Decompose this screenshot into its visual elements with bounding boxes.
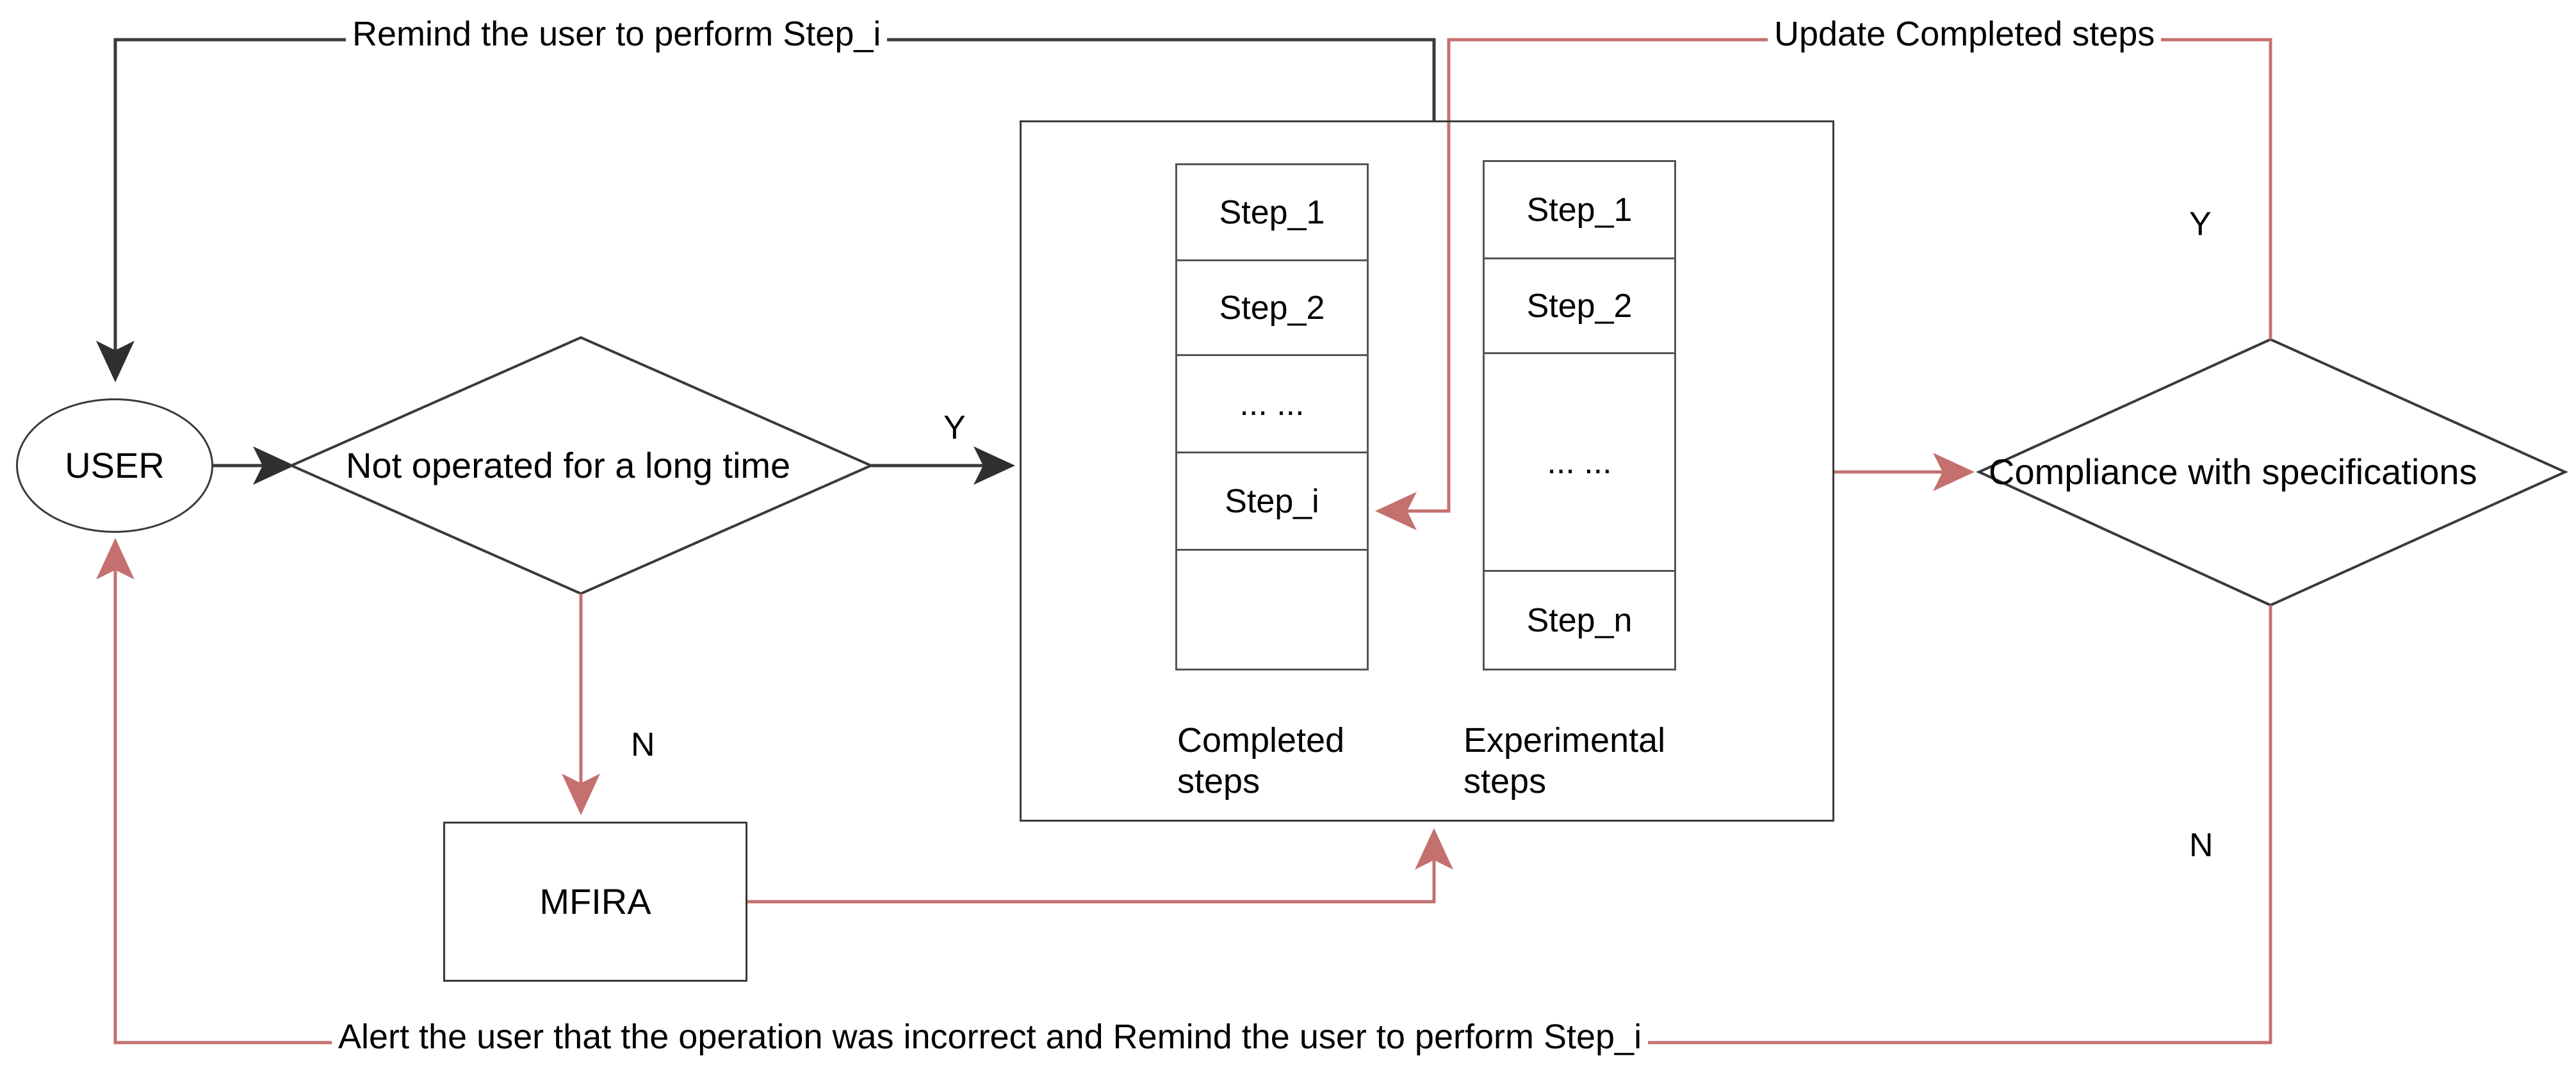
edge-label-update-completed: Update Completed steps (1768, 14, 2162, 55)
edge-label-idle-yes: Y (943, 409, 966, 446)
list-item[interactable]: Step_1 (1485, 162, 1674, 259)
node-idle-decision-label: Not operated for a long time (346, 445, 791, 485)
node-compliance-decision-label: Compliance with specifications (1989, 451, 2477, 492)
list-item[interactable]: ... ... (1485, 354, 1674, 572)
edge-label-idle-no: N (631, 726, 655, 763)
node-mfira-label: MFIRA (539, 881, 651, 922)
node-steps-container (1020, 120, 1834, 822)
edge-label-compliance-no: N (2189, 827, 2213, 864)
completed-steps-list[interactable]: Step_1 Step_2 ... ... Step_i (1175, 163, 1369, 671)
list-item[interactable]: Step_1 (1177, 165, 1367, 261)
edge-mfira-to-steps (747, 828, 1453, 904)
list-item[interactable]: Step_i (1177, 453, 1367, 551)
experimental-steps-list[interactable]: Step_1 Step_2 ... ... Step_n (1483, 160, 1676, 671)
list-item[interactable]: Step_2 (1485, 259, 1674, 354)
completed-steps-caption: Completed steps (1177, 721, 1345, 801)
edge-label-alert-user: Alert the user that the operation was in… (332, 1017, 1649, 1058)
edge-label-compliance-yes: Y (2189, 206, 2212, 243)
list-item[interactable]: ... ... (1177, 356, 1367, 453)
experimental-steps-caption: Experimental steps (1463, 721, 1666, 801)
node-mfira[interactable]: MFIRA (443, 822, 747, 982)
list-item[interactable]: Step_2 (1177, 261, 1367, 356)
node-user[interactable]: USER (16, 398, 213, 533)
list-item[interactable]: Step_n (1526, 601, 1633, 639)
list-item[interactable] (1177, 551, 1367, 669)
edge-label-remind-user: Remind the user to perform Step_i (346, 14, 888, 55)
node-user-label: USER (65, 444, 165, 485)
